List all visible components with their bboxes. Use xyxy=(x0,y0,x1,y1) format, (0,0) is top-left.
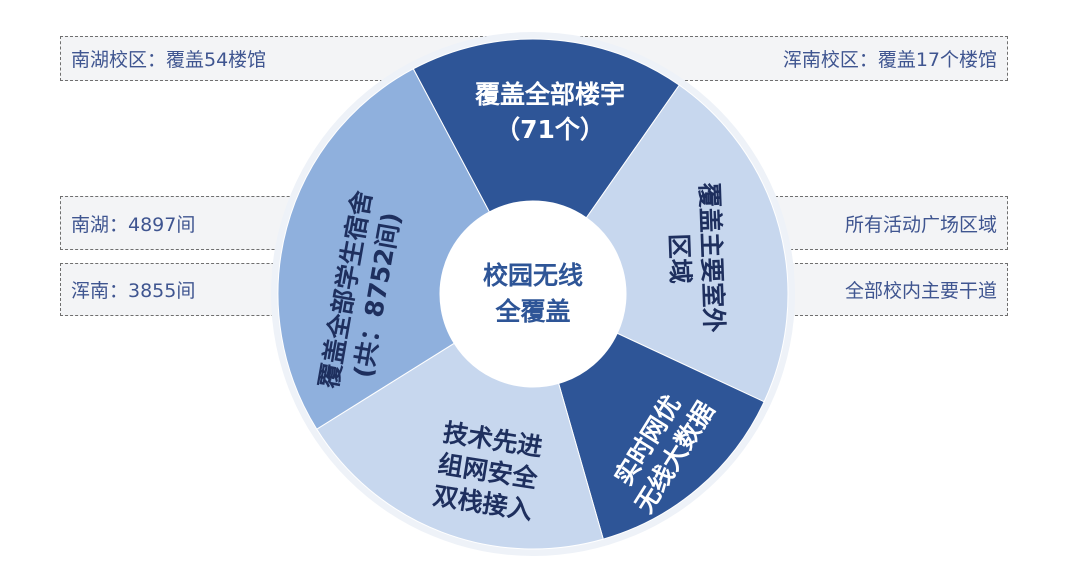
nanhu-dorms-label: 南湖：4897间 xyxy=(71,213,196,236)
inner-circle xyxy=(440,201,626,387)
nanhu-campus-label: 南湖校区：覆盖54楼馆 xyxy=(71,49,267,71)
segment-outdoor-line1: 覆盖主要室外 xyxy=(694,181,728,333)
center-title-line1: 校园无线 xyxy=(483,261,583,290)
hunnan-dorms-label: 浑南：3855间 xyxy=(71,280,196,302)
center-title-line2: 全覆盖 xyxy=(494,297,570,326)
squares-label: 所有活动广场区域 xyxy=(844,213,997,236)
squares-box: 所有活动广场区域 xyxy=(760,196,1008,250)
segment-outdoor-line2: 区域 xyxy=(664,233,695,284)
segment-buildings-line1: 覆盖全部楼宇 xyxy=(474,80,625,109)
hunnan-campus-label: 浑南校区：覆盖17个楼馆 xyxy=(782,49,997,71)
segment-buildings-line2: （71个） xyxy=(495,115,605,144)
roads-box: 全部校内主要干道 xyxy=(760,263,1008,316)
roads-label: 全部校内主要干道 xyxy=(844,280,997,302)
